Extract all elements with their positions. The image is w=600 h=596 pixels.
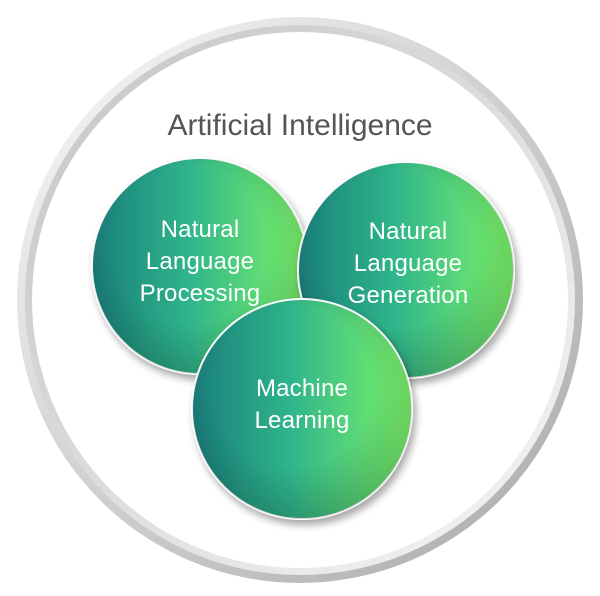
circle-nlg-label-line: Language	[353, 250, 463, 277]
circle-nlg-label-line: Natural	[368, 218, 448, 245]
circle-ml	[191, 298, 413, 520]
circle-nlp-label: Natural Language Processing	[100, 214, 300, 310]
outer-circle-title: Artificial Intelligence	[167, 109, 433, 142]
circle-nlg-label-line: Generation	[347, 282, 469, 309]
circle-nlp-label-line: Natural	[160, 216, 240, 243]
circle-ml-label-line: Learning	[254, 407, 350, 434]
circle-ml-label-line: Machine	[255, 375, 349, 402]
circle-nlp-label-line: Language	[145, 248, 255, 275]
circle-ml-label: Machine Learning	[202, 373, 402, 437]
circle-nlg-label: Natural Language Generation	[308, 216, 508, 312]
circle-nlp-label-line: Processing	[139, 280, 261, 307]
